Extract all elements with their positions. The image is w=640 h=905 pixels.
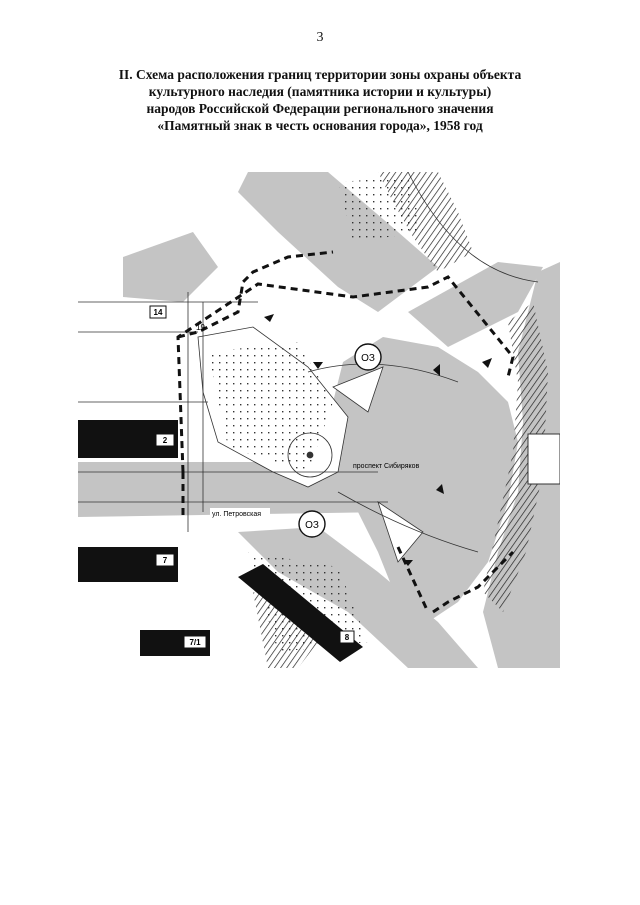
street-label-sibiryakov: проспект Сибиряков <box>353 462 420 470</box>
lower-slope <box>253 592 318 668</box>
upper-road-area <box>238 172 438 312</box>
map-canvas: ОЗ ОЗ 2 7 8 19 7/1 14 ул. Петровская про… <box>78 172 560 668</box>
page-number: 3 <box>316 30 324 45</box>
building-label-7: 7 <box>163 556 168 565</box>
building-right <box>527 433 560 485</box>
street-label-petrovskaya: ул. Петровская <box>212 511 261 518</box>
page-title: II. Схема расположения границ территории… <box>60 66 580 134</box>
svg-text:ОЗ: ОЗ <box>361 353 375 364</box>
building-label-14: 14 <box>154 308 163 317</box>
zone-marker-2: ОЗ <box>298 510 326 538</box>
title-line-3: народов Российской Федерации регионально… <box>146 101 494 116</box>
building-label-8: 8 <box>345 633 350 642</box>
building-label-2: 2 <box>163 436 168 445</box>
upper-left-block <box>123 232 218 302</box>
building-label-7-1: 7/1 <box>189 638 201 647</box>
hatched-banks <box>253 172 548 668</box>
upper-hatched-slope <box>378 172 473 272</box>
buildings <box>78 420 560 662</box>
zone-map: ОЗ ОЗ 2 7 8 19 7/1 14 ул. Петровская про… <box>78 172 560 668</box>
title-line-4: «Памятный знак в честь основания города»… <box>157 118 483 133</box>
building-labels: 2 7 8 19 7/1 14 <box>149 305 355 649</box>
title-line-1: II. Схема расположения границ территории… <box>118 67 522 82</box>
arrows <box>264 314 492 566</box>
square-area <box>328 337 518 622</box>
street-lines <box>78 172 539 553</box>
street-labels: ул. Петровская проспект Сибиряков <box>210 462 420 518</box>
lower-island <box>377 501 424 563</box>
zone-boundary <box>176 250 515 614</box>
river-slope <box>483 302 548 612</box>
building-8 <box>238 564 363 662</box>
svg-text:ОЗ: ОЗ <box>305 520 319 531</box>
zone-marker-1: ОЗ <box>354 343 382 371</box>
building-label-19: 19 <box>196 323 205 332</box>
road-to-bridge <box>408 262 543 347</box>
title-line-2: культурного наследия (памятника истории … <box>148 84 492 99</box>
triangle-island <box>332 366 384 413</box>
